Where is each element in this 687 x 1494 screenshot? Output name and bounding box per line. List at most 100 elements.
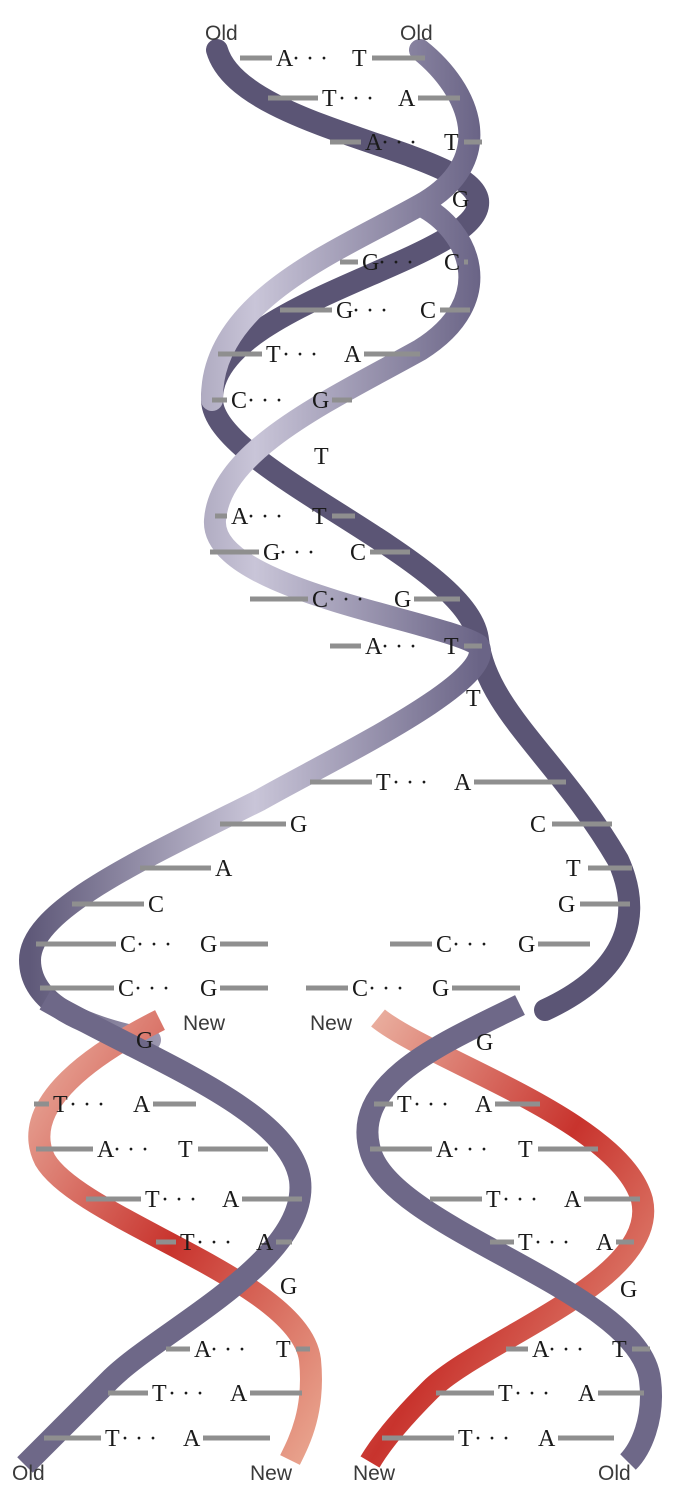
left-daughter-pair-base-right-0: A: [133, 1092, 151, 1118]
parent-pair-base-left-3: G: [362, 250, 379, 276]
parent-pair-base-right-5: A: [344, 342, 362, 368]
left-daughter-pair-hbond-dots-5: · · ·: [168, 1381, 204, 1407]
daughter-crossing-base-1: G: [476, 1030, 493, 1056]
left-daughter-pair-base-right-6: A: [183, 1426, 201, 1452]
daughter-crossing-base-0: G: [136, 1028, 153, 1054]
label-new-bottom-3: New: [353, 1462, 396, 1485]
parent-pair-base-right-0: T: [352, 46, 367, 72]
unpaired-right-base-0: C: [530, 812, 546, 838]
left-daughter-pair-hbond-dots-6: · · ·: [121, 1426, 157, 1452]
parent-pair-hbond-dots-6: · · ·: [247, 388, 283, 414]
unpaired-left-base-2: C: [148, 892, 164, 918]
right-daughter-pair-base-right-0: A: [475, 1092, 493, 1118]
unpaired-left-base-1: A: [215, 856, 233, 882]
right-daughter-pair-base-right-1: T: [518, 1137, 533, 1163]
left-daughter-pair-hbond-dots-0: · · ·: [69, 1092, 105, 1118]
parent-pair-hbond-dots-8: · · ·: [279, 540, 315, 566]
left-daughter-pair-base-left-1: A: [97, 1137, 115, 1163]
parent-pair-base-left-8: G: [263, 540, 280, 566]
parent-pair-base-left-0: A: [276, 46, 294, 72]
left-daughter-pair-base-right-3: A: [256, 1230, 274, 1256]
parent-pair-hbond-dots-3: · · ·: [378, 250, 414, 276]
unpaired-right-base-1: T: [566, 856, 581, 882]
parent-pair-hbond-dots-5: · · ·: [282, 342, 318, 368]
left-daughter-pair-hbond-dots-3: · · ·: [196, 1230, 232, 1256]
fork-pair-base-left-1: C: [118, 976, 134, 1002]
right-daughter-pair-base-left-2: T: [486, 1187, 501, 1213]
left-daughter-pair-base-left-2: T: [145, 1187, 160, 1213]
fork-pair-hbond-dots-1: · · ·: [134, 976, 170, 1002]
label-old-top-left: Old: [205, 22, 238, 45]
left-daughter-pair-base-right-4: T: [276, 1337, 291, 1363]
left-daughter-pair-hbond-dots-2: · · ·: [161, 1187, 197, 1213]
parent-pair-base-left-7: A: [231, 504, 249, 530]
right-daughter-pair-base-left-0: T: [397, 1092, 412, 1118]
right-daughter-pair-hbond-dots-6: · · ·: [474, 1426, 510, 1452]
left-daughter-pair-base-left-6: T: [105, 1426, 120, 1452]
parent-pair-base-right-3: C: [444, 250, 460, 276]
right-daughter-pair-base-left-3: T: [518, 1230, 533, 1256]
right-daughter-pair-hbond-dots-1: · · ·: [452, 1137, 488, 1163]
old-strand-right-daughter: [356, 995, 662, 1470]
right-daughter-pair-base-left-4: A: [532, 1337, 550, 1363]
label-new-fork-right: New: [310, 1012, 353, 1035]
parent-pair-hbond-dots-0: · · ·: [292, 46, 328, 72]
parent-pair-base-left-9: C: [312, 587, 328, 613]
fork-pair-base-left-2: C: [436, 932, 452, 958]
fork-pair-base-right-0: G: [200, 932, 217, 958]
left-daughter-pair-base-right-1: T: [178, 1137, 193, 1163]
label-new-bottom-2: New: [250, 1462, 293, 1485]
fork-pair-hbond-dots-2: · · ·: [452, 932, 488, 958]
parent-pair-hbond-dots-7: · · ·: [247, 504, 283, 530]
parent-pair-base-right-6: G: [312, 388, 329, 414]
parent-helix: [18, 39, 641, 1051]
fork-pair-base-left-0: C: [120, 932, 136, 958]
label-old-bottom-4: Old: [598, 1462, 631, 1485]
right-daughter-pair-base-right-5: A: [578, 1381, 596, 1407]
parent-pair-hbond-dots-9: · · ·: [328, 587, 364, 613]
left-daughter-pair-base-left-5: T: [152, 1381, 167, 1407]
label-old-bottom-1: Old: [12, 1462, 45, 1485]
parent-pair-hbond-dots-2: · · ·: [381, 130, 417, 156]
right-daughter-pair-hbond-dots-0: · · ·: [413, 1092, 449, 1118]
label-new-fork-left: New: [183, 1012, 226, 1035]
parent-pair-base-right-7: T: [312, 504, 327, 530]
fork-pair-hbond-dots-3: · · ·: [368, 976, 404, 1002]
old-strand-front: [18, 39, 491, 1051]
right-daughter-pair-base-right-6: A: [538, 1426, 556, 1452]
parent-pair-base-left-2: A: [365, 130, 383, 156]
parent-pair-base-right-2: T: [444, 130, 459, 156]
unpaired-right-base-2: G: [558, 892, 575, 918]
daughter-crossing-base-3: G: [620, 1277, 637, 1303]
parent-pair-base-right-10: T: [444, 634, 459, 660]
parent-pair-base-left-5: T: [266, 342, 281, 368]
right-daughter-pair-base-left-5: T: [498, 1381, 513, 1407]
left-daughter-pair-base-right-2: A: [222, 1187, 240, 1213]
left-daughter-pair-hbond-dots-4: · · ·: [210, 1337, 246, 1363]
fork-pair-base-right-1: G: [200, 976, 217, 1002]
right-daughter-helix: [356, 995, 662, 1470]
unpaired-left-base-0: G: [290, 812, 307, 838]
parent-pair-base-right-9: G: [394, 587, 411, 613]
daughter-crossing-base-2: G: [280, 1274, 297, 1300]
label-old-top-right: Old: [400, 22, 433, 45]
parent-pair-hbond-dots-4: · · ·: [352, 298, 388, 324]
parent-pair-base-right-8: C: [350, 540, 366, 566]
right-daughter-pair-hbond-dots-5: · · ·: [514, 1381, 550, 1407]
parent-pair-base-right-11: A: [454, 770, 472, 796]
right-daughter-pair-base-right-2: A: [564, 1187, 582, 1213]
parent-pair-base-right-1: A: [398, 86, 416, 112]
parent-crossing-base-2: T: [466, 686, 481, 712]
parent-pair-base-left-6: C: [231, 388, 247, 414]
right-daughter-pair-base-left-1: A: [436, 1137, 454, 1163]
right-daughter-pair-hbond-dots-3: · · ·: [534, 1230, 570, 1256]
right-daughter-pair-hbond-dots-2: · · ·: [502, 1187, 538, 1213]
fork-pair-base-left-3: C: [352, 976, 368, 1002]
parent-pair-base-left-10: A: [365, 634, 383, 660]
fork-pair-hbond-dots-0: · · ·: [136, 932, 172, 958]
parent-pair-base-left-4: G: [336, 298, 353, 324]
base-pairs-layer: A· · ·TT· · ·AA· · ·TG· · ·CG· · ·CT· · …: [34, 46, 650, 1452]
parent-pair-hbond-dots-1: · · ·: [338, 86, 374, 112]
right-daughter-pair-base-right-3: A: [596, 1230, 614, 1256]
